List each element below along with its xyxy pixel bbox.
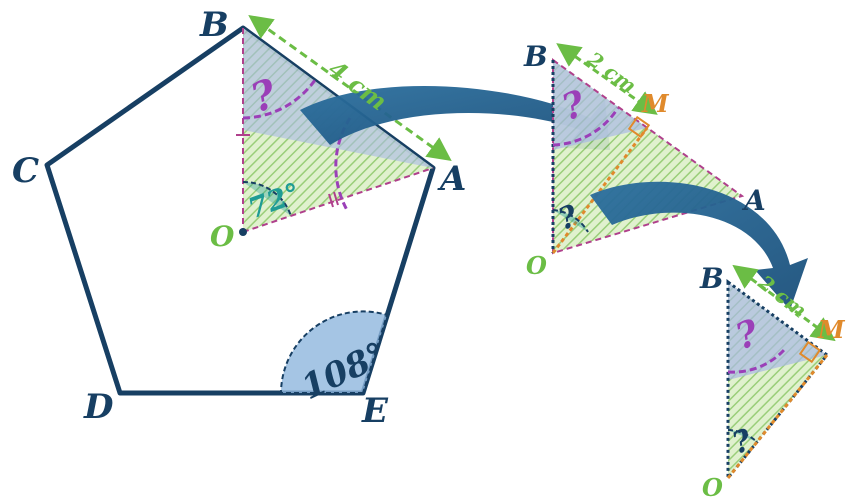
right-vertex-label-o: O <box>702 473 723 500</box>
interior-angle-e-fill <box>279 310 389 394</box>
transition-arrow-2 <box>590 181 808 310</box>
vertex-label-e: E <box>361 391 389 431</box>
half-triangle-outline <box>552 58 745 255</box>
segment-om-mid <box>551 127 649 254</box>
mid-unknown-angle-arc <box>552 107 620 147</box>
center-point-o <box>239 228 247 236</box>
half-length-arrow-right <box>732 264 836 342</box>
right-angle-mark-mid <box>627 115 651 139</box>
vertex-label-c: C <box>12 151 39 191</box>
right-angle-mark-right <box>798 340 822 364</box>
half-length-arrow-mid <box>556 43 658 115</box>
tick-oa-1 <box>328 193 334 208</box>
right-unknown-angle-arc <box>727 348 786 374</box>
right-vertex-label-b: B <box>699 262 724 295</box>
half-vertex-label-o: O <box>526 251 547 280</box>
side-length-arrow <box>248 15 452 161</box>
mid-center-angle-arc <box>552 209 589 233</box>
vertex-label-b: B <box>199 5 229 45</box>
vertex-label-d: D <box>83 387 114 427</box>
tick-oa-2 <box>333 191 339 206</box>
right-center-angle-arc <box>727 429 758 443</box>
right-vertex-label-m: M <box>817 315 846 344</box>
segment-om-right <box>726 354 829 479</box>
transition-arrow-1 <box>300 85 610 150</box>
center-angle-arc <box>242 180 292 217</box>
vertex-label-a: A <box>437 159 466 199</box>
segment-oa <box>242 167 434 233</box>
half-vertex-label-b: B <box>523 40 548 73</box>
half-vertex-label-a: A <box>741 184 766 217</box>
vertex-label-o: O <box>210 220 235 253</box>
half-vertex-label-m: M <box>641 89 670 118</box>
